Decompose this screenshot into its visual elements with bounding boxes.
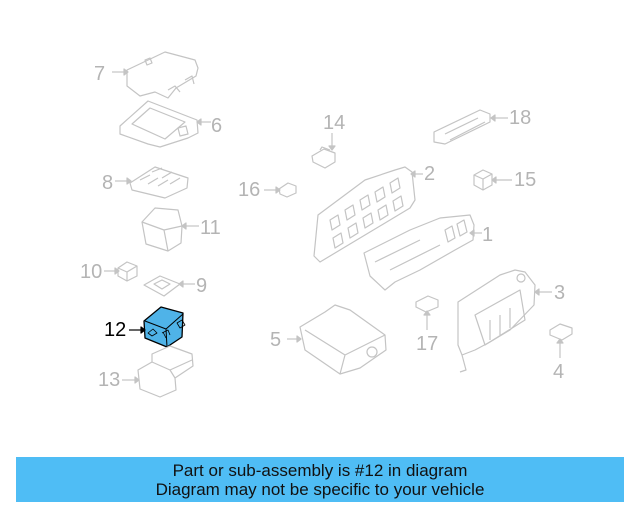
callout-15[interactable]: 15 — [514, 169, 537, 191]
part-11-relay[interactable] — [141, 207, 199, 252]
part-14-clip[interactable] — [311, 133, 336, 169]
callout-1[interactable]: 1 — [482, 224, 494, 246]
part-9-plate[interactable] — [143, 275, 195, 297]
part-info-banner: Part or sub-assembly is #12 in diagram D… — [16, 457, 624, 502]
part-2-fuse-panel[interactable] — [313, 166, 423, 263]
callout-16[interactable]: 16 — [238, 179, 261, 201]
part-15-cube[interactable] — [473, 169, 512, 191]
callout-7[interactable]: 7 — [94, 63, 106, 85]
part-3-cover[interactable] — [457, 269, 552, 373]
callout-4[interactable]: 4 — [553, 361, 565, 383]
callout-11[interactable]: 11 — [200, 217, 221, 239]
callout-18[interactable]: 18 — [509, 107, 532, 129]
callout-6[interactable]: 6 — [211, 115, 223, 137]
part-16-clip[interactable] — [264, 182, 297, 198]
part-18-bracket[interactable] — [433, 109, 508, 145]
banner-disclaimer: Diagram may not be specific to your vehi… — [155, 480, 485, 499]
part-17-clip[interactable] — [415, 295, 439, 330]
callout-3[interactable]: 3 — [554, 282, 566, 304]
callout-14[interactable]: 14 — [323, 112, 346, 134]
banner-part-reference: Part or sub-assembly is #12 in diagram — [172, 461, 468, 480]
callout-5[interactable]: 5 — [270, 329, 282, 351]
part-8-relay-block[interactable] — [115, 166, 189, 199]
part-12-highlighted-relay[interactable] — [129, 306, 186, 348]
part-5-module[interactable] — [287, 304, 387, 375]
callout-9[interactable]: 9 — [196, 275, 208, 297]
part-7-cover[interactable] — [112, 51, 199, 99]
callout-13[interactable]: 13 — [98, 369, 121, 391]
callout-17[interactable]: 17 — [416, 333, 439, 355]
part-6-tray[interactable] — [119, 100, 211, 148]
callout-8[interactable]: 8 — [102, 172, 114, 194]
callout-10[interactable]: 10 — [80, 261, 103, 283]
part-1-relay-box[interactable] — [363, 214, 482, 291]
part-4-clip[interactable] — [549, 323, 573, 358]
callout-12-selected[interactable]: 12 — [104, 319, 127, 341]
callout-2[interactable]: 2 — [424, 163, 436, 185]
part-10-cube[interactable] — [104, 261, 138, 282]
part-13-connector[interactable] — [122, 345, 194, 398]
